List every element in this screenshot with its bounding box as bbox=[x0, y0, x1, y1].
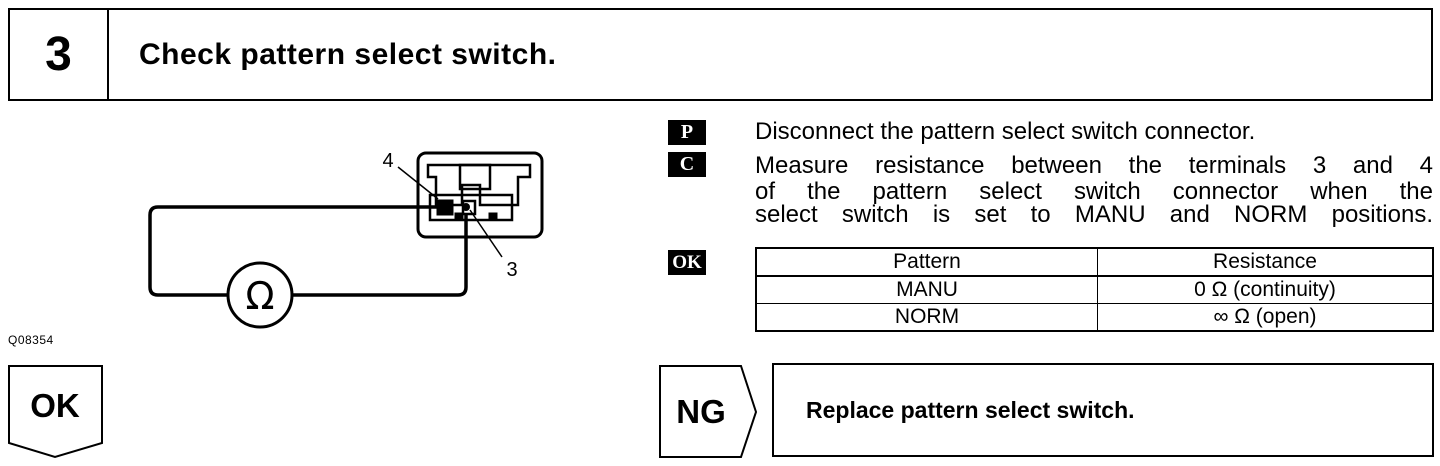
header-resistance: Resistance bbox=[1097, 247, 1434, 277]
ok-badge: OK bbox=[668, 250, 706, 275]
check-line-2: of the pattern select switch connector w… bbox=[755, 178, 1433, 205]
cell-pattern: MANU bbox=[755, 275, 1098, 304]
terminal-3-label: 3 bbox=[506, 259, 517, 281]
ok-label: OK bbox=[30, 387, 80, 424]
check-line-3: select switch is set to MANU and NORM po… bbox=[755, 201, 1433, 228]
meter-wires bbox=[148, 205, 468, 297]
terminal-4-label: 4 bbox=[382, 150, 393, 172]
ohm-symbol: Ω bbox=[245, 274, 274, 318]
ng-label: NG bbox=[676, 393, 726, 430]
wiring-diagram: Ω 4 3 bbox=[148, 150, 544, 329]
ng-action-box: Replace pattern select switch. bbox=[772, 363, 1434, 457]
prepare-badge: P bbox=[668, 120, 706, 145]
check-line-1: Measure resistance between the terminals… bbox=[755, 152, 1433, 179]
ohmmeter-icon bbox=[226, 261, 294, 329]
figure-code: Q08354 bbox=[8, 333, 54, 347]
step-title: Check pattern select switch. bbox=[139, 37, 557, 71]
connector-icon bbox=[416, 151, 544, 239]
step-number: 3 bbox=[10, 10, 109, 99]
ng-flag-shape bbox=[659, 365, 758, 458]
header-pattern: Pattern bbox=[755, 247, 1098, 277]
check-badge: C bbox=[668, 152, 706, 177]
step-header: 3 Check pattern select switch. bbox=[8, 8, 1433, 101]
ok-flag-shape bbox=[8, 365, 103, 459]
ok-result-flag: OK bbox=[8, 365, 104, 464]
table-header-row: Pattern Resistance bbox=[755, 247, 1434, 277]
prepare-text: Disconnect the pattern select switch con… bbox=[755, 118, 1256, 145]
cell-resistance: ∞ Ω (open) bbox=[1097, 303, 1434, 332]
table-row: MANU 0 Ω (continuity) bbox=[755, 275, 1434, 304]
ng-result-flag: NG bbox=[659, 365, 759, 464]
cell-resistance: 0 Ω (continuity) bbox=[1097, 275, 1434, 304]
resistance-spec-table: Pattern Resistance MANU 0 Ω (continuity)… bbox=[755, 247, 1434, 332]
table-row: NORM ∞ Ω (open) bbox=[755, 303, 1434, 332]
cell-pattern: NORM bbox=[755, 303, 1098, 332]
